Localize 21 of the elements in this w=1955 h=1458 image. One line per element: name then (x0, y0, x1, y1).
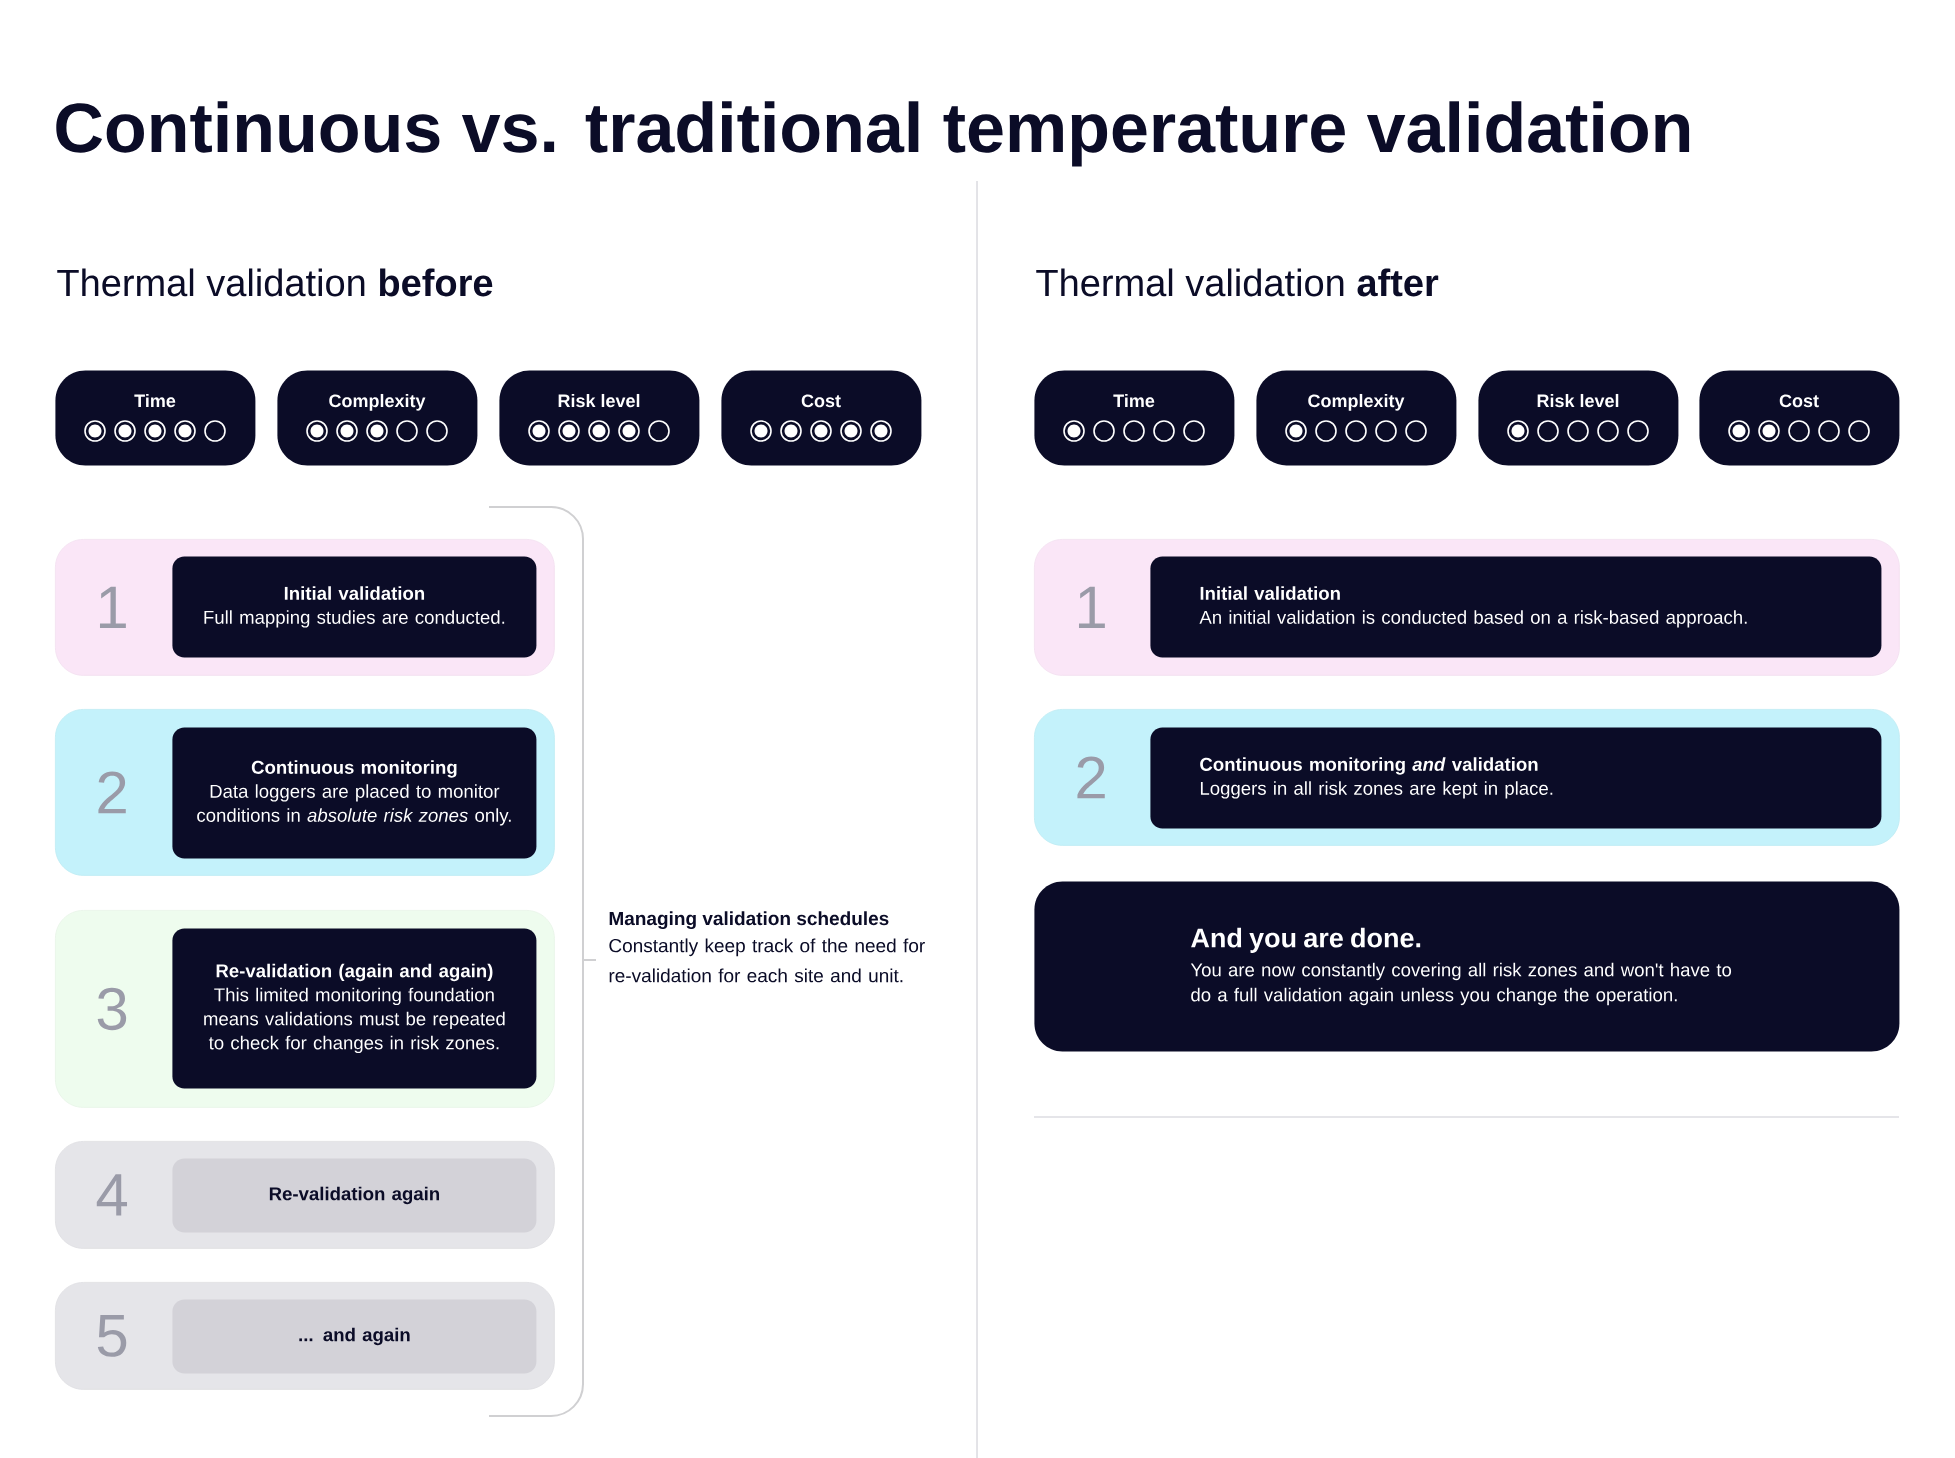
rating-pill: Complexity (277, 370, 478, 466)
step-box: Continuous monitoring and validation Loggers in all risk zones are kept in place. (1150, 727, 1882, 829)
result-card: And you are done. You are now constantly covering all risk zones and won't have to do a full validation again unless you change the operation. (1034, 881, 1900, 1052)
rating-pill: Risk level (499, 370, 700, 466)
step-box: Re-validation again (172, 1158, 537, 1233)
rating-pill: Time (1034, 370, 1235, 466)
title: Continuous vs. traditional temperature validation (56, 101, 1690, 167)
rating-pill: Complexity (1256, 370, 1457, 466)
rating-pill: Risk level (1478, 370, 1679, 466)
step-box: Re-validation (again and again) This limited monitoring foundation means validations must be repeated to check for changes in risk zones. (172, 928, 537, 1089)
section-heading: Thermal validation after (1036, 268, 1439, 297)
note-heading: Managing validation schedules (609, 911, 889, 930)
step-box: Initial validation Full mapping studies are conducted. (172, 556, 537, 658)
note-text: Constantly keep track of the need for re-validation for each site and unit. (609, 938, 925, 983)
rating-pill: Cost (721, 370, 922, 466)
rating-pill: Cost (1699, 370, 1900, 466)
section-heading: Thermal validation before (57, 268, 493, 297)
rating-pill: Time (55, 370, 256, 466)
step-box: Continuous monitoring Data loggers are placed to monitor conditions in absolute risk zones only. (172, 727, 537, 859)
step-box: ... and again (172, 1299, 537, 1374)
step-box: Initial validation An initial validation is conducted based on a risk-based approach. (1150, 556, 1882, 658)
